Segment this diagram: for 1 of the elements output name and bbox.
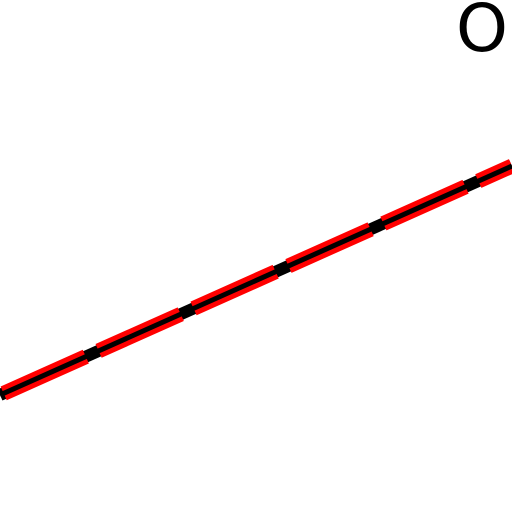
map-label: O	[456, 0, 508, 62]
